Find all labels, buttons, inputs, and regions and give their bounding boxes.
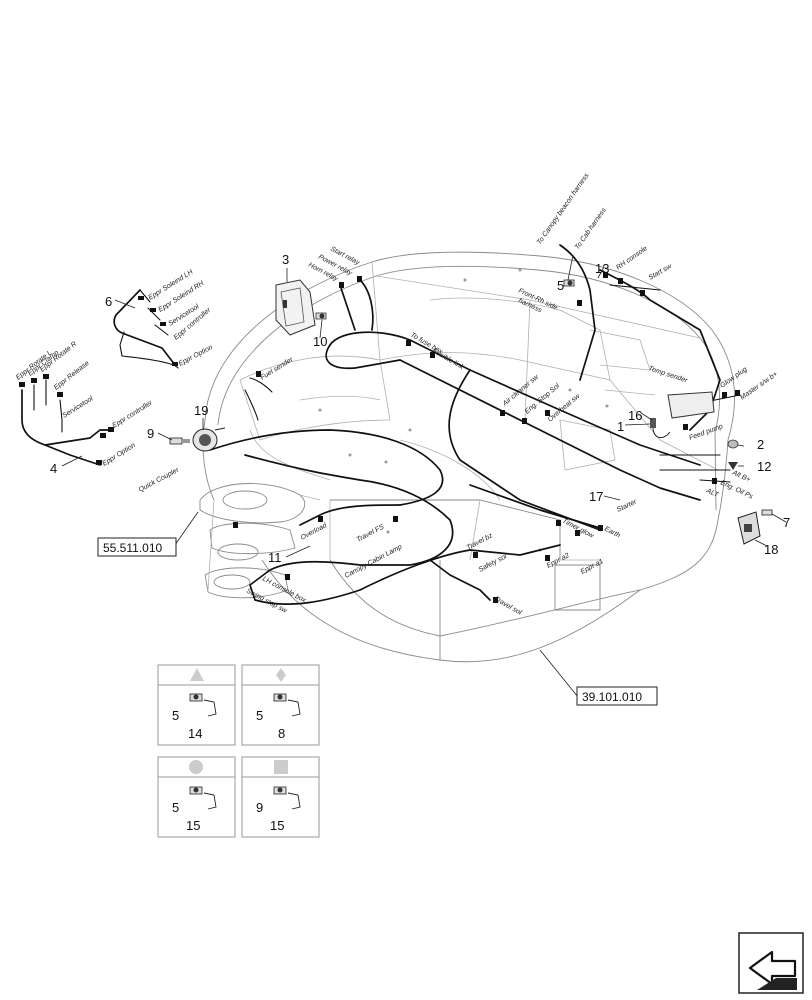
label-fusible-link: Fusible link <box>431 348 465 372</box>
svg-text:39.101.010: 39.101.010 <box>582 690 642 704</box>
label-master-sw: Master s/w b+ <box>739 371 779 402</box>
relay-bracket-3 <box>275 279 316 336</box>
callout-16: 16 <box>628 408 642 423</box>
bolt-7 <box>761 509 773 516</box>
callout-9: 9 <box>147 426 154 441</box>
variant-part-a: 5 <box>172 800 179 815</box>
label-eppr-option-a: Eppr Option <box>178 344 214 368</box>
label-travel-sol: Travel sol <box>493 596 523 617</box>
diamond-symbol <box>276 668 286 682</box>
callout-7: 7 <box>783 515 790 530</box>
nut-2 <box>727 439 739 449</box>
callout-1: 1 <box>617 419 624 434</box>
bolt-clip <box>273 693 301 717</box>
callout-13: 13 <box>595 261 609 276</box>
bolt-clip <box>189 786 217 810</box>
callout-17: 17 <box>589 489 603 504</box>
leader-lines <box>61 254 787 698</box>
callout-18: 18 <box>764 542 778 557</box>
callout-numbers: 3 6 10 9 19 4 5 13 1 16 2 12 7 18 17 11 <box>50 252 790 565</box>
label-alt-b: Alt B+ <box>730 469 751 484</box>
label-temp-sender: Temp sender <box>647 365 688 384</box>
callout-4: 4 <box>50 461 57 476</box>
next-page-arrow-icon[interactable] <box>738 932 804 994</box>
variant-part-b: 14 <box>188 726 202 741</box>
variant-box-square: 9 15 <box>241 756 320 838</box>
harness-6 <box>113 289 179 369</box>
bolt-clip <box>273 786 301 810</box>
callout-6: 6 <box>105 294 112 309</box>
variant-box-diamond: 5 8 <box>241 664 320 746</box>
label-eppr-a2: Eppr a2 <box>546 552 571 570</box>
bolt-10 <box>315 312 327 320</box>
reference-box-left: 55.511.010 <box>97 537 177 557</box>
bolt-5-top <box>563 279 575 287</box>
variant-box-circle: 5 15 <box>157 756 236 838</box>
label-safety-sol: Safety sol <box>478 553 509 574</box>
triangle-symbol <box>190 668 204 681</box>
label-eppr-option-b: Eppr Option <box>101 442 136 468</box>
label-servicetool-b: Servicetool <box>61 395 94 420</box>
harness-4 <box>19 374 114 466</box>
callout-10: 10 <box>313 334 327 349</box>
svg-text:55.511.010: 55.511.010 <box>103 541 162 555</box>
bolt-clip <box>189 693 217 717</box>
variant-part-b: 8 <box>278 726 285 741</box>
reference-box-bottom: 39.101.010 <box>576 686 658 706</box>
washer-12 <box>728 462 738 470</box>
main-harness-wires <box>209 244 741 605</box>
variant-part-b: 15 <box>270 818 284 833</box>
label-travel-bz: Travel bz <box>466 532 495 552</box>
variant-part-a: 9 <box>256 800 263 815</box>
callout-12: 12 <box>757 459 771 474</box>
label-start-sw: Start sw <box>648 263 674 282</box>
label-overheat: Overheat sw <box>547 392 582 423</box>
label-quick-coupler: Quick Coupler <box>138 466 181 493</box>
label-starter: Starter <box>616 498 639 514</box>
callout-11: 11 <box>268 550 282 565</box>
variant-part-b: 15 <box>186 818 200 833</box>
label-alt: ALT <box>704 487 720 499</box>
callout-19: 19 <box>194 403 208 418</box>
variant-part-a: 5 <box>256 708 263 723</box>
horn-19 <box>192 427 226 452</box>
label-cab-harness: To Cab harness <box>574 206 608 251</box>
bolt-9 <box>169 437 190 445</box>
upper-structure-outline <box>199 251 736 663</box>
square-symbol <box>274 760 288 774</box>
label-fuel-sender: Fuel sender <box>259 356 295 382</box>
glow-box <box>667 391 715 419</box>
callout-3: 3 <box>282 252 289 267</box>
label-eppr-release: Eppr Release <box>53 360 91 392</box>
label-earth: Earth <box>603 526 621 540</box>
harness-connectors <box>233 272 740 603</box>
relay-18 <box>737 511 761 545</box>
label-eng-oil: Eng. Oil Ps <box>719 479 754 500</box>
circle-symbol <box>189 760 203 774</box>
clip-16 <box>650 418 671 438</box>
variant-box-triangle: 5 14 <box>157 664 236 746</box>
label-rh-console: RH console <box>615 245 649 272</box>
callout-2: 2 <box>757 437 764 452</box>
label-overload: Overload <box>300 522 329 542</box>
callout-5-top: 5 <box>557 278 564 293</box>
label-eppr-a1: Eppr a1 <box>580 558 605 576</box>
label-travel-fs: Travel FS <box>356 523 386 543</box>
variant-part-a: 5 <box>172 708 179 723</box>
